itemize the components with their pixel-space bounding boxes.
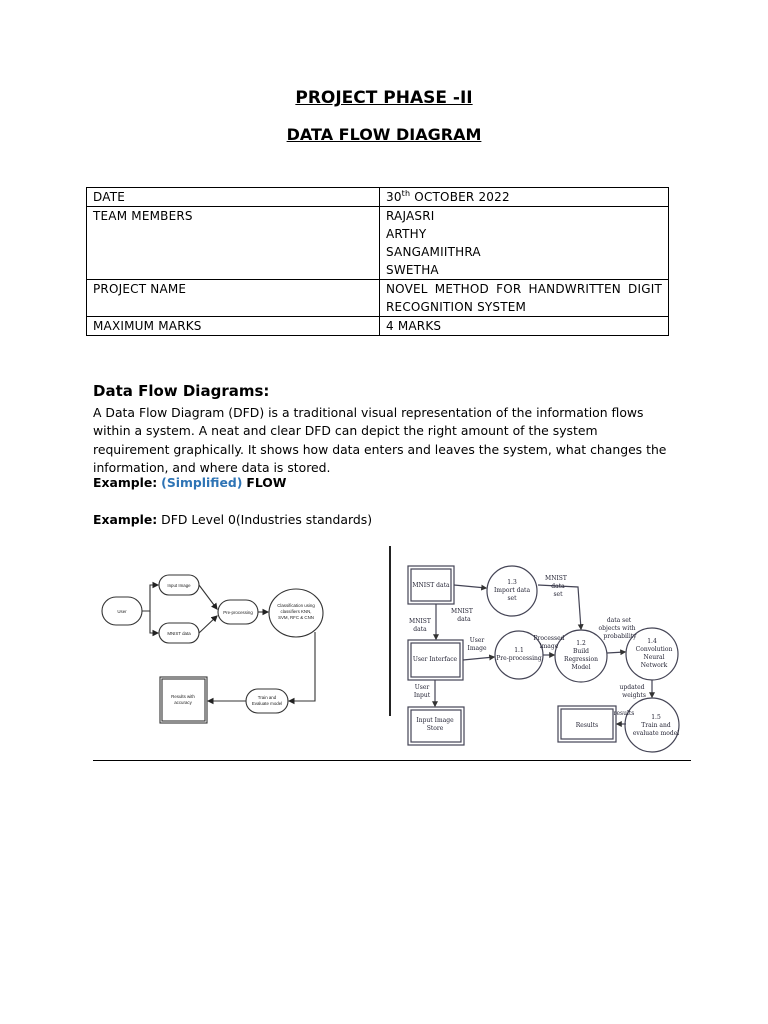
svg-text:Train and: Train and — [641, 722, 671, 729]
svg-text:1.3: 1.3 — [507, 579, 517, 586]
svg-text:set: set — [507, 595, 517, 602]
process-1-3-node — [486, 565, 538, 617]
classification-label-3: SVM, RFC & CNN — [278, 615, 314, 620]
team-member: SWETHA — [386, 263, 439, 277]
project-info-table: DATE 30th OCTOBER 2022 TEAM MEMBERS RAJA… — [86, 187, 669, 336]
mnist-store-label: MNIST data — [412, 582, 450, 589]
classification-label-1: Classification using — [277, 603, 315, 608]
svg-text:Input: Input — [414, 692, 431, 699]
svg-text:image: image — [540, 643, 559, 650]
classification-label-2: classifiers KNN, — [281, 609, 312, 614]
svg-text:User: User — [415, 684, 430, 691]
team-label: TEAM MEMBERS — [86, 206, 380, 280]
svg-text:probability: probability — [603, 633, 637, 640]
section-paragraph: A Data Flow Diagram (DFD) is a tradition… — [93, 405, 667, 476]
horizontal-rule — [93, 760, 691, 761]
svg-text:Input Image: Input Image — [416, 717, 454, 724]
table-row: MAXIMUM MARKS 4 MARKS — [86, 316, 669, 336]
svg-text:1.2: 1.2 — [576, 640, 586, 647]
user-interface-label: User Interface — [413, 656, 458, 663]
svg-text:Build: Build — [573, 648, 589, 655]
table-row: TEAM MEMBERS RAJASRI ARTHY SANGAMIITHRA … — [86, 206, 669, 280]
page-subtitle: DATA FLOW DIAGRAM — [286, 125, 482, 144]
svg-text:Pre-processing: Pre-processing — [496, 655, 542, 662]
svg-text:Image: Image — [467, 645, 486, 652]
svg-text:weights: weights — [622, 692, 646, 699]
svg-text:1.1: 1.1 — [514, 647, 524, 654]
svg-text:MNIST: MNIST — [545, 575, 567, 582]
svg-text:evaluate model: evaluate model — [633, 730, 679, 737]
input-image-label: Input Image — [167, 583, 191, 588]
svg-text:Convolution: Convolution — [636, 646, 673, 653]
table-row: DATE 30th OCTOBER 2022 — [86, 187, 669, 207]
svg-text:data: data — [457, 616, 471, 623]
results-label: Results — [576, 722, 598, 729]
mnist-data-label: MNIST data — [167, 631, 191, 636]
svg-text:User: User — [470, 637, 485, 644]
team-member: ARTHY — [386, 227, 427, 241]
svg-text:results: results — [614, 710, 635, 717]
team-members: RAJASRI ARTHY SANGAMIITHRA SWETHA — [379, 206, 669, 280]
user-label: User — [117, 609, 127, 614]
section-heading: Data Flow Diagrams: — [93, 382, 270, 400]
project-name: NOVEL METHOD FOR HANDWRITTEN DIGIT RECOG… — [379, 279, 669, 317]
svg-text:Network: Network — [641, 662, 668, 669]
train-label-2: Evaluate model — [252, 701, 282, 706]
simplified-flow-diagram: User Input Image MNIST data Pre-processi… — [101, 574, 324, 724]
svg-text:data set: data set — [607, 617, 632, 624]
example-level0-line: Example: DFD Level 0(Industries standard… — [93, 512, 373, 527]
svg-text:objects with: objects with — [599, 625, 636, 632]
svg-text:Store: Store — [427, 725, 444, 732]
marks-label: MAXIMUM MARKS — [86, 316, 380, 336]
example-simplified-line: Example: (Simplified) FLOW — [93, 475, 287, 490]
svg-text:updated: updated — [620, 684, 645, 691]
team-member: SANGAMIITHRA — [386, 245, 481, 259]
table-row: PROJECT NAME NOVEL METHOD FOR HANDWRITTE… — [86, 279, 669, 317]
svg-text:Processed: Processed — [534, 635, 565, 642]
page-title: PROJECT PHASE -II — [295, 88, 473, 108]
svg-text:MNIST: MNIST — [451, 608, 473, 615]
svg-text:set: set — [553, 591, 563, 598]
preprocessing-label: Pre-processing — [223, 610, 253, 615]
results-label-1: Results with — [171, 694, 195, 699]
train-label-1: Train and — [258, 695, 277, 700]
marks-value: 4 MARKS — [379, 316, 669, 336]
svg-text:1.4: 1.4 — [647, 638, 657, 645]
svg-text:MNIST: MNIST — [409, 618, 431, 625]
date-label: DATE — [86, 187, 380, 207]
date-value: 30th OCTOBER 2022 — [379, 187, 669, 207]
svg-text:Neural: Neural — [643, 654, 664, 661]
team-member: RAJASRI — [386, 209, 435, 223]
diagram-divider — [389, 546, 391, 716]
svg-text:data: data — [413, 626, 427, 633]
results-label-2: accuracy — [174, 700, 192, 705]
svg-text:1.5: 1.5 — [651, 714, 661, 721]
dfd-level0-diagram: MNIST data 1.3 Import data set MNIST dat… — [407, 565, 680, 753]
svg-text:Regression: Regression — [564, 656, 598, 663]
svg-text:Model: Model — [571, 664, 590, 671]
svg-text:data: data — [551, 583, 565, 590]
svg-text:Import data: Import data — [494, 587, 531, 594]
project-label: PROJECT NAME — [86, 279, 380, 317]
